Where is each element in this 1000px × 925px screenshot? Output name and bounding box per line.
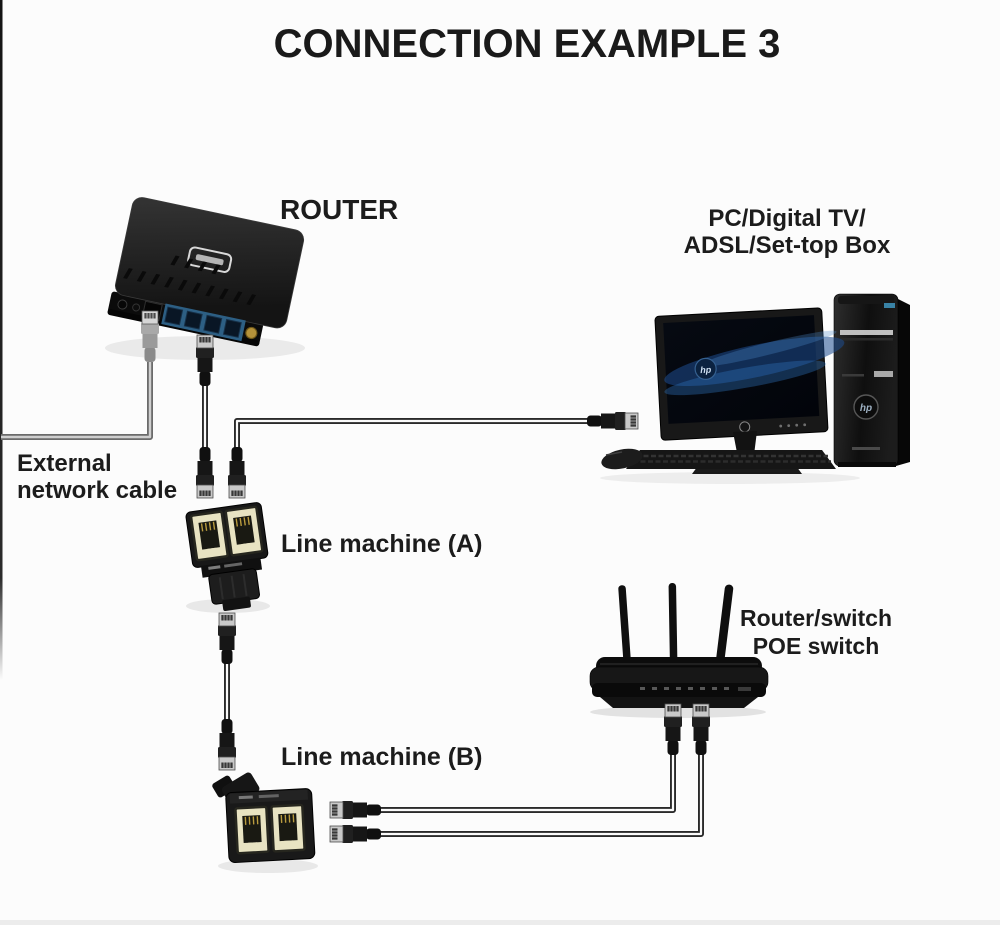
poe-switch-label-line1: Router/switch xyxy=(739,605,893,631)
splitter-b-jack-2 xyxy=(270,803,306,853)
poe-antennas xyxy=(618,583,734,674)
external-cable-label-line1: External xyxy=(17,450,112,477)
poe-led-indicators xyxy=(640,687,751,691)
router-label: ROUTER xyxy=(280,194,399,225)
cable-line-machine-b-to-poe-1 xyxy=(379,750,676,813)
rj45-connector-poe-2 xyxy=(691,703,711,756)
bottom-edge-artifact xyxy=(0,920,1000,925)
line-machine-a-label: Line machine (A) xyxy=(281,530,483,558)
poe-switch-device xyxy=(589,583,769,718)
poe-switch-label: Router/switch POE switch xyxy=(716,604,916,660)
line-machine-a-device xyxy=(185,502,270,613)
router-vents xyxy=(123,255,257,306)
monitor-hp-wallpaper-logo xyxy=(694,357,717,380)
rj45-connector-patch-top xyxy=(217,612,237,665)
pc-label: PC/Digital TV/ ADSL/Set-top Box xyxy=(662,205,912,259)
pc-monitor: hp xyxy=(654,307,845,441)
rj45-connector-poe-1 xyxy=(663,703,683,756)
splitter-a-jack-2 xyxy=(224,505,264,557)
router-logo-badge xyxy=(187,246,233,273)
pc-label-line2: ADSL/Set-top Box xyxy=(683,232,891,259)
router-lan-ports xyxy=(161,303,246,342)
tower-dvd-slot xyxy=(840,330,893,335)
diagram-title: CONNECTION EXAMPLE 3 xyxy=(273,22,781,66)
splitter-b-jack-1 xyxy=(234,805,270,855)
pc-label-line1: PC/Digital TV/ xyxy=(708,205,866,232)
line-machine-b-device xyxy=(212,772,318,873)
tower-hp-logo xyxy=(853,394,879,420)
monitor-bezel-logo xyxy=(739,421,751,433)
router-reset-port xyxy=(132,303,141,312)
rj45-connector-router-lan xyxy=(195,334,215,387)
poe-switch-label-line2: POE switch xyxy=(752,633,880,659)
rj45-connector-splitter-b-2 xyxy=(329,824,382,844)
cable-line-machine-b-to-poe-2 xyxy=(379,750,704,837)
pc-tower: hp xyxy=(833,293,910,467)
tower-badge xyxy=(884,303,895,308)
svg-text:hp: hp xyxy=(700,365,712,376)
rj45-connector-into-splitter-a-2 xyxy=(227,446,247,499)
external-cable-label: External network cable xyxy=(17,450,177,504)
external-cable-label-line2: network cable xyxy=(17,477,178,504)
poe-base xyxy=(600,697,758,708)
rj45-connector-to-pc xyxy=(586,411,639,431)
splitter-a-bottom-port xyxy=(222,596,251,611)
rj45-connector-into-splitter-a-1 xyxy=(195,446,215,499)
splitter-a-jack-1 xyxy=(189,510,230,562)
external-network-cable xyxy=(1,362,153,440)
svg-text:hp: hp xyxy=(860,403,872,414)
router-antenna-connector-gold xyxy=(245,326,258,340)
rj45-connector-patch-bottom xyxy=(217,718,237,771)
cable-pc-to-line-machine-a xyxy=(234,418,590,450)
pc-keyboard xyxy=(626,450,836,469)
left-edge-artifact xyxy=(0,0,3,680)
router-power-jack xyxy=(117,299,128,310)
rj45-connector-splitter-b-1 xyxy=(329,800,382,820)
pc-device: hp hp xyxy=(600,293,910,484)
line-machine-b-label: Line machine (B) xyxy=(281,743,483,771)
